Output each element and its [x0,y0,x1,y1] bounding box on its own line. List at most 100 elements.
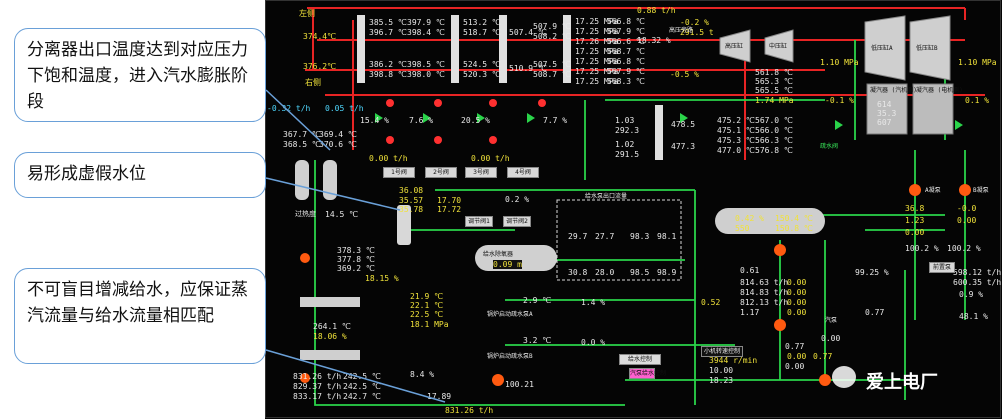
valve-4-tag[interactable]: 4号阀 [507,167,539,178]
mid-press-1: 292.3 [615,126,640,135]
pump-rpm: 3944 r/min [709,356,758,365]
right-side-label: 右侧 [305,78,321,87]
col-b-0: 397.9 ℃ [407,18,445,27]
superheat-label: 过热度 [295,210,316,218]
col-d-0: 507.9 ℃ [533,22,571,31]
drain-pump-b: 锅炉启动疏水泵B [487,353,533,360]
feedwater-control-tag[interactable]: 给水控制 [619,354,661,365]
col-e-5: 17.25 MPa [575,67,619,76]
pump-mid-5: 28.0 [595,268,615,277]
mid-press-2: 1.02 [615,140,635,149]
heater-3: 0.0 % [581,338,606,347]
left-pct-0: 15.4 % [360,116,389,125]
callout-saturation: 分离器出口温度达到对应压力下饱和温度，进入汽水膨胀阶段 [14,28,266,122]
left-stack-1: 377.8 ℃ [337,255,375,264]
ctrl-value: 0.2 % [505,195,530,204]
col-f-3: 568.7 ℃ [607,47,645,56]
left-pct-1: 7.6 % [409,116,434,125]
right-misc-1: 0.00 [821,334,841,343]
pump-flow-label: 给水泵出口流量 [585,193,628,200]
pump-mid-2: 98.3 [630,232,650,241]
left-bottom-1: 0.00 t/h [471,154,510,163]
lp-flow-0: 1.10 MPa [820,58,859,67]
heater-2: 1.4 % [581,298,606,307]
left-low-1: 18.06 % [313,332,347,341]
lp-press-2: 814.83 t/h [740,288,789,297]
reheat3-3: 477.0 ℃ [717,146,755,155]
left-flow: 0.05 t/h [325,104,364,113]
reheat2-3: 576.8 ℃ [755,146,793,155]
drain-pump-a: 锅炉启动疏水泵A [487,311,533,318]
sep-val-3: 35.78 [399,205,424,214]
hp-bypass-label: 高压旁路 [669,27,694,34]
left-low-0: 264.1 ℃ [313,322,351,331]
reheat2-2: 566.3 ℃ [755,136,793,145]
lp-press-1: 814.63 t/h [740,278,789,287]
left-pct-3: 7.7 % [543,116,568,125]
col-e-2: 17.26 MPa [575,37,619,46]
bottom-temp-2: 242.7 ℃ [343,392,381,401]
left-side-label: 左侧 [299,9,315,18]
bottom-mid: 100.21 [505,380,534,389]
right-temp-2: 0.00 [905,228,925,237]
reheat2-1: 566.0 ℃ [755,126,793,135]
pump-sub: 0.00 [787,352,807,361]
right-misc-0: 0.52 [701,298,721,307]
col-a-3: 398.8 ℃ [369,70,407,79]
valve-1-tag[interactable]: 1号阀 [383,167,415,178]
mid-press-0: 1.03 [615,116,635,125]
condenser-right-label: 凝汽器 (电机侧) [916,87,963,94]
wechat-icon [832,366,856,388]
steam-pump-label: 汽泵 [825,317,838,324]
col-c-3: 520.3 ℃ [463,70,501,79]
col-a-2: 386.2 ℃ [369,60,407,69]
col-f-6: 568.3 ℃ [607,77,645,86]
col-b-1: 398.4 ℃ [407,28,445,37]
pump-sub2: 0.77 [813,352,833,361]
col-c-2: 524.5 ℃ [463,60,501,69]
reheat-2: 565.5 ℃ [755,86,793,95]
reheat3-2: 475.3 ℃ [717,136,755,145]
sep-val-2: 17.70 [437,196,462,205]
cond-val-1: 35.3 [877,109,897,118]
right-press-2: 100.2 % [905,244,939,253]
reheat2-0: 567.0 ℃ [755,116,793,125]
mid-temp-b: 510.9 ℃ [509,64,547,73]
lp-press-3: 812.13 t/h [740,298,789,307]
valve-2-tag[interactable]: 2号阀 [425,167,457,178]
right-out-3: 0.9 % [959,290,984,299]
col-a-1: 396.7 ℃ [369,28,407,37]
bottom-17: 17.89 [427,392,452,401]
pump-speed-control[interactable]: 小机转速控制 [701,346,743,357]
col-b-2: 398.5 ℃ [407,60,445,69]
mid-temp-1: 477.3 [671,142,696,151]
lp-right-0: 0.00 [787,278,807,287]
callout-false-level: 易形成虚假水位 [14,152,266,198]
col-e-0: 17.25 MPa [575,17,619,26]
cond-val-0: 614 [877,100,892,109]
pump-feedwater-button[interactable]: 汽泵给水控制 [629,368,667,379]
booster-pump-tag[interactable]: 前置泵 [929,262,955,273]
reheat3-0: 475.2 ℃ [717,116,755,125]
left-temp-0: 367.7 ℃ [283,130,321,139]
lp-flow-3: 0.1 % [965,96,990,105]
pump-mid-7: 98.9 [657,268,677,277]
valve-3-tag[interactable]: 3号阀 [465,167,497,178]
tank-val-0: 0.42 % [735,214,764,223]
col-e-4: 17.25 MPa [575,57,619,66]
col-e-6: 17.25 MPa [575,77,619,86]
mid-temp-a: 507.4 ℃ [509,28,547,37]
col-e-3: 17.25 MPa [575,47,619,56]
left-bottom-0: 0.00 t/h [369,154,408,163]
press-top: -0.2 % [680,18,709,27]
left-stack-2: 369.2 ℃ [337,264,375,273]
deaerator-label: 给水除氧器 [483,251,514,258]
lp-temp-2: 0.00 [785,362,805,371]
ctrl-valve-2[interactable]: 调节阀2 [503,216,531,227]
lp-flow-2: 1.10 MPa [958,58,997,67]
turbine-ip-label: 中压缸 [769,43,788,50]
col-d-3: 508.7 ℃ [533,70,571,79]
heater-1: 3.2 ℃ [523,336,552,345]
col-f-5: 567.9 ℃ [607,67,645,76]
ctrl-valve-1[interactable]: 调节阀1 [465,216,493,227]
